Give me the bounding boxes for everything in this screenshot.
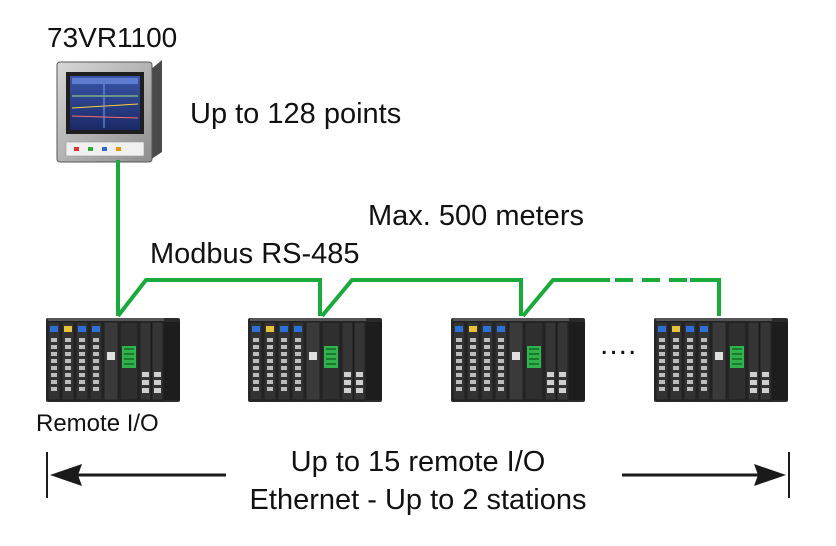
- more-units-ellipsis: ....: [600, 328, 638, 361]
- bus-segment-2: [320, 278, 523, 318]
- rs485-network-wiring: [116, 160, 721, 318]
- recorder-capacity-label: Up to 128 points: [190, 98, 402, 130]
- span-right-arrowhead: [754, 464, 786, 486]
- bus-segment-last: [690, 278, 721, 316]
- remote-io-unit: [654, 318, 788, 402]
- ethernet-stations-label: Ethernet - Up to 2 stations: [249, 484, 587, 516]
- remote-io-unit: [451, 318, 585, 402]
- recorder-device: [56, 60, 162, 163]
- remote-io-count-label: Up to 15 remote I/O: [290, 446, 546, 478]
- remote-io-label: Remote I/O: [36, 410, 159, 437]
- remote-io-unit: [248, 318, 382, 402]
- span-arrow: [46, 452, 790, 498]
- bus-segment-3: [521, 278, 610, 318]
- bus-segment-1: [116, 278, 322, 318]
- protocol-label: Modbus RS-485: [150, 238, 360, 270]
- remote-io-units: [46, 318, 788, 402]
- recorder-screen: [70, 76, 140, 130]
- max-distance-label: Max. 500 meters: [368, 200, 584, 232]
- span-left-arrowhead: [50, 464, 82, 486]
- recorder-model-label: 73VR1100: [47, 22, 178, 53]
- remote-io-unit: [46, 318, 180, 402]
